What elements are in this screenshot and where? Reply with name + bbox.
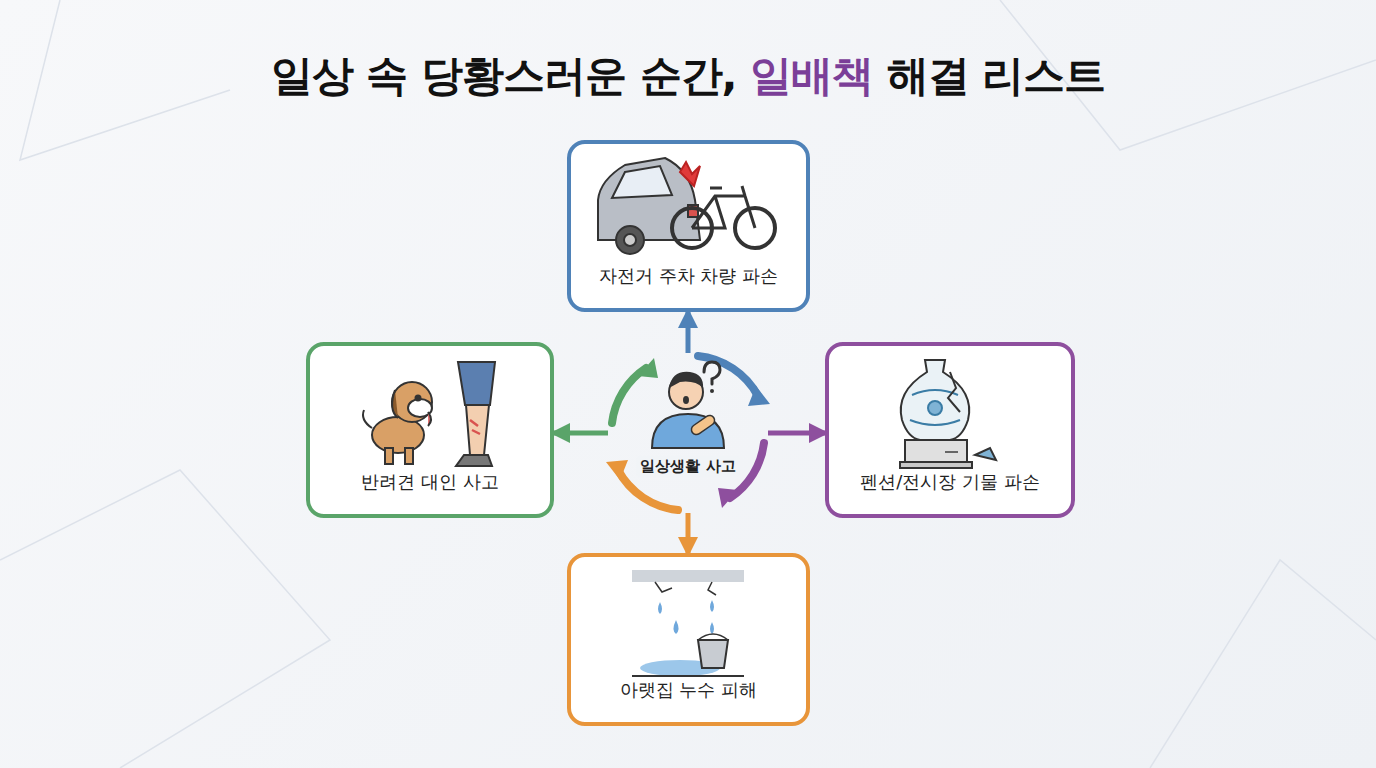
dog-bite-icon: [363, 362, 495, 466]
connector-arrow: [686, 312, 691, 353]
center-circle: 일상생활 사고: [608, 353, 768, 513]
connector-arrow: [686, 513, 691, 553]
category-box: 반려견 대인 사고: [306, 342, 554, 518]
category-box: 펜션/전시장 기물 파손: [825, 342, 1075, 518]
connector-arrow: [554, 431, 608, 436]
person-icon: [652, 362, 724, 448]
node-label: 펜션/전시장 기물 파손: [860, 470, 1040, 494]
node-label: 자전거 주차 차량 파손: [599, 264, 778, 288]
node-label: 일상생활 사고: [636, 456, 739, 477]
cycle-ring: [612, 356, 764, 510]
ring-arrowheads: [606, 358, 770, 508]
category-box: 아랫집 누수 피해: [567, 553, 810, 726]
node-label: 반려견 대인 사고: [361, 470, 498, 494]
connector-arrow: [768, 431, 825, 436]
water-leak-icon: [632, 570, 744, 676]
title: 일상 속 당황스러운 순간, 일배책 해결 리스트: [0, 48, 1376, 104]
category-box: 자전거 주차 차량 파손: [567, 140, 810, 312]
car-bike-icon: [598, 158, 775, 254]
broken-vase-icon: [900, 360, 996, 468]
node-label: 아랫집 누수 피해: [620, 678, 757, 702]
